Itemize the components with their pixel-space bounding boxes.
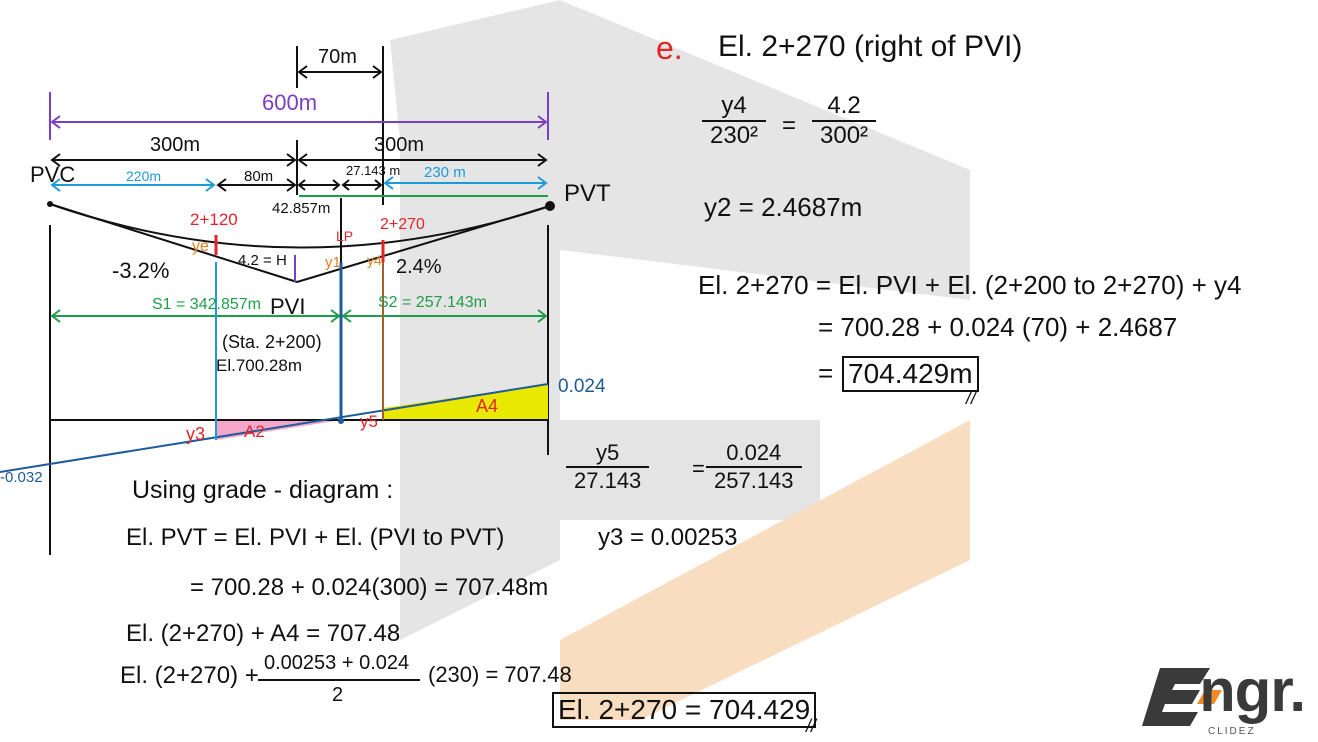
dim-300-left-label: 300m — [150, 134, 201, 156]
part-e-eq1-left: y4 230² — [702, 92, 767, 150]
dim-230-arrow-r — [537, 176, 548, 190]
grade-final-mark: // — [806, 716, 817, 736]
dim-42857-label: 42.857m — [272, 200, 331, 217]
grade-l5b: (230) = 707.48 — [428, 662, 572, 687]
pvt-point — [545, 201, 555, 211]
dim-27143-arrow-l — [341, 179, 350, 191]
grade-line — [0, 383, 549, 473]
y5-equals: = — [692, 456, 705, 481]
part-e-result-box: 704.429m — [842, 356, 979, 392]
pvi-label: PVI — [270, 294, 306, 319]
part-e-title: El. 2+270 (right of PVI) — [718, 30, 1023, 63]
dim-300-right-arrow-r — [537, 153, 548, 167]
dim-s1-arrow-l — [50, 309, 61, 323]
eq1-num2: 4.2 — [827, 92, 861, 119]
lp-grade-point — [338, 418, 344, 424]
y3-label: y3 — [186, 424, 206, 444]
dim-s2-arrow-r — [537, 309, 548, 323]
eq1-num1: y4 — [721, 92, 747, 119]
sta-2120-label: 2+120 — [190, 210, 238, 229]
dim-230-label: 230 m — [424, 164, 466, 181]
grade-l5-den: 2 — [332, 684, 344, 706]
grade-l4: El. (2+270) + A4 = 707.48 — [126, 620, 401, 647]
s2-label: S2 = 257.143m — [378, 294, 487, 311]
part-e-eq3b: = 700.28 + 0.024 (70) + 2.4687 — [818, 312, 1178, 342]
grade-l1: Using grade - diagram : — [132, 476, 394, 504]
pvi-station-label: (Sta. 2+200) — [222, 332, 322, 352]
part-e-eq3a: El. 2+270 = El. PVI + El. (2+200 to 2+27… — [698, 270, 1242, 300]
pvc-label: PVC — [30, 162, 76, 187]
area-a2 — [216, 420, 341, 440]
dim-27143-arrow-r — [374, 179, 383, 191]
dim-300-left-arrow-l — [50, 153, 61, 167]
dim-70-label: 70m — [318, 46, 357, 68]
part-e-eq3c-equals: = — [818, 358, 834, 388]
dim-600-arrow-r — [537, 115, 548, 129]
dim-220-arrow-l — [50, 178, 61, 192]
dim-80-arrow-r — [286, 178, 297, 192]
dim-27143-label: 27.143 m — [346, 163, 401, 178]
dim-70-arrow-l — [297, 65, 308, 79]
part-e-mark: // — [966, 388, 977, 408]
grade-pos-label: 0.024 — [558, 376, 606, 397]
ye-label: ye — [192, 238, 209, 255]
y5-den2: 257.143 — [706, 466, 802, 494]
logo-brand: Engr. — [1160, 657, 1306, 724]
eq1-equals: = — [782, 112, 797, 139]
dim-80-label: 80m — [244, 168, 274, 185]
grade1-label: -3.2% — [112, 258, 170, 283]
dim-300-left-arrow-r — [286, 153, 297, 167]
dim-42857-arrow-r — [332, 179, 341, 191]
part-e-eq2: y2 = 2.4687m — [704, 192, 863, 222]
grade-l3: = 700.28 + 0.024(300) = 707.48m — [190, 574, 549, 601]
y5-eq-right: 0.024 257.143 — [706, 440, 802, 494]
logo-mark — [1142, 668, 1222, 726]
grade-l2: El. PVT = El. PVI + El. (PVI to PVT) — [126, 524, 505, 551]
vertical-curve — [49, 203, 551, 249]
dim-600-label: 600m — [262, 90, 318, 115]
y5-result: y3 = 0.00253 — [598, 524, 738, 551]
dim-300-right-arrow-l — [297, 153, 308, 167]
part-e-eq1-right: 4.2 300² — [812, 92, 877, 150]
dim-42857-arrow-l — [297, 179, 306, 191]
sta-2270-label: 2+270 — [380, 216, 425, 233]
grade-final-box: El. 2+270 = 704.429 — [552, 692, 817, 728]
grade-l5a: El. (2+270) + — [120, 662, 259, 689]
y1-label: y1 — [325, 254, 341, 271]
h-label: 4.2 = H — [238, 252, 287, 269]
eq1-den1: 230² — [702, 120, 767, 150]
pvt-label: PVT — [564, 180, 611, 207]
y5-den1: 27.143 — [566, 466, 650, 494]
y5-num1: y5 — [596, 440, 620, 465]
a4-label: A4 — [476, 396, 499, 416]
dim-70-arrow-r — [372, 65, 383, 79]
dim-s2-arrow-l — [341, 309, 352, 323]
area-a4 — [383, 384, 548, 420]
s1-label: S1 = 342.857m — [152, 296, 261, 313]
dim-220-label: 220m — [126, 168, 162, 184]
dim-600-arrow-l — [50, 115, 61, 129]
part-e-letter: e. — [656, 30, 683, 66]
dim-s1-arrow-r — [330, 309, 341, 323]
grade2-label: 2.4% — [396, 256, 442, 278]
dim-230-arrow-l — [383, 176, 394, 190]
grade-l5-num: 0.00253 + 0.024 — [264, 652, 410, 674]
pvi-elevation-label: El.700.28m — [216, 356, 302, 375]
dim-80-arrow-l — [216, 178, 227, 192]
y5-num2: 0.024 — [726, 440, 782, 465]
dim-300-right-label: 300m — [374, 134, 425, 156]
y4-label: y4 — [367, 252, 382, 268]
pvc-point — [47, 201, 53, 207]
eq1-den2: 300² — [812, 120, 877, 150]
grade-neg-label: -0.032 — [0, 469, 43, 486]
y5-label: y5 — [360, 412, 378, 431]
lp-label: LP — [336, 228, 354, 244]
a2-label: A2 — [244, 422, 265, 441]
logo-sub: CLIDEZ — [1208, 726, 1256, 737]
y5-eq-left: y5 27.143 — [566, 440, 650, 494]
dim-220-arrow-r — [205, 178, 216, 192]
